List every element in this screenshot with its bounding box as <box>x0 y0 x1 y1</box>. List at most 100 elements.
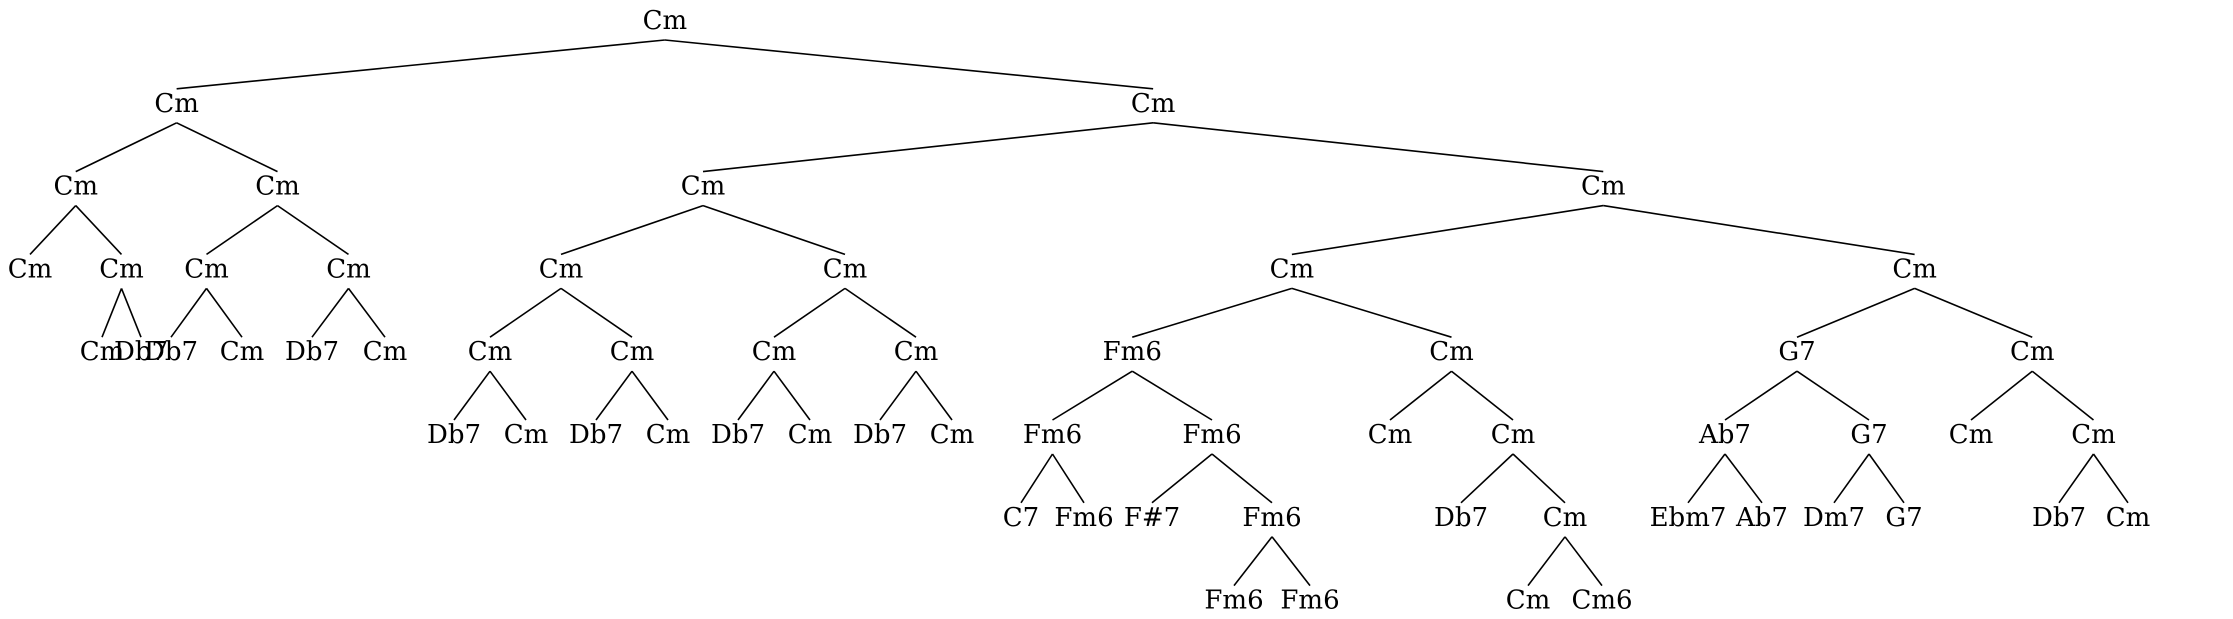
tree-node-label: Db7 <box>711 420 765 450</box>
tree-node-label: Fm6 <box>1204 586 1263 616</box>
tree-node-label: Cm <box>2106 503 2151 533</box>
tree-edge <box>1603 204 1915 256</box>
tree-edge <box>1291 287 1452 338</box>
tree-edge <box>773 370 811 421</box>
tree-node-label: C7 <box>1003 503 1039 533</box>
tree-node-label: Db7 <box>427 420 481 450</box>
tree-edge <box>844 287 917 338</box>
tree-edge <box>1151 453 1213 504</box>
tree-edge <box>489 370 527 421</box>
tree-node-label: Cm <box>363 337 408 367</box>
tree-edge <box>1724 370 1798 421</box>
tree-edge <box>29 205 77 255</box>
tree-node-label: Ab7 <box>1698 420 1751 450</box>
tree-node-label: Cm <box>646 420 691 450</box>
tree-edge <box>595 370 633 421</box>
tree-edge <box>170 287 208 338</box>
tree-node-label: Cm <box>1368 420 1413 450</box>
tree-node-label: Cm6 <box>1571 586 1632 616</box>
tree-edge <box>75 205 123 255</box>
tree-edge <box>120 288 142 338</box>
tree-edge <box>205 287 243 338</box>
tree-edge <box>489 287 562 338</box>
tree-node-label: Cm <box>1949 420 1994 450</box>
tree-edge <box>1132 287 1293 338</box>
tree-node-label: Cm <box>53 172 98 202</box>
tree-node-label: Cm <box>220 337 265 367</box>
tree-node-label: Cm <box>643 6 688 36</box>
tree-edge <box>1868 453 1905 504</box>
tree-edge <box>176 122 278 173</box>
tree-edge <box>311 287 350 338</box>
tree-edge <box>1051 453 1085 504</box>
tree-edge <box>1211 453 1273 504</box>
tree-node-label: Cm <box>930 420 975 450</box>
tree-edge <box>1451 370 1514 421</box>
tree-node-label: G7 <box>1850 420 1887 450</box>
tree-edge <box>1389 370 1452 421</box>
tree-edge <box>1564 536 1603 587</box>
tree-edge <box>1131 370 1213 421</box>
tree-edge <box>773 287 846 338</box>
tree-edge <box>206 204 278 256</box>
tree-edge <box>560 287 633 338</box>
tree-edge <box>737 370 775 421</box>
tree-edge <box>347 287 386 338</box>
tree-edge <box>2058 453 2095 504</box>
tree-edge <box>277 204 349 256</box>
tree-edge <box>453 370 491 421</box>
tree-node-label: Cm <box>752 337 797 367</box>
tree-node-label: Dm7 <box>1803 503 1865 533</box>
tree-edge <box>1914 287 2033 338</box>
tree-node-label: Fm6 <box>1280 586 1339 616</box>
tree-node-label: Ab7 <box>1735 503 1788 533</box>
tree-node-label: Cm <box>610 337 655 367</box>
tree-node-label: Ebm7 <box>1650 503 1727 533</box>
tree-node-label: Cm <box>681 172 726 202</box>
tree-node-label: Db7 <box>114 337 168 367</box>
tree-edge <box>631 370 669 421</box>
tree-node-label: Cm <box>1581 172 1626 202</box>
tree-edge <box>915 370 953 421</box>
tree-node-label: Cm <box>255 172 300 202</box>
tree-node-label: Cm <box>2010 337 2055 367</box>
tree-edge <box>101 288 123 338</box>
tree-edge <box>1291 204 1604 256</box>
tree-node-label: Cm <box>326 254 371 284</box>
tree-edge <box>1052 370 1133 421</box>
tree-edge <box>1687 453 1726 504</box>
tree-node-label: Cm <box>80 337 125 367</box>
tree-node-label: Cm <box>1131 89 1176 119</box>
tree-node-label: Cm <box>1491 420 1536 450</box>
tree-edge <box>1271 536 1311 587</box>
tree-node-label: Cm <box>894 337 939 367</box>
tree-edges <box>29 39 2129 587</box>
tree-node-label: Cm <box>504 420 549 450</box>
tree-edge <box>702 204 846 256</box>
tree-node-label: Cm <box>1429 337 1474 367</box>
tree-edge <box>1020 453 1054 504</box>
tree-edge <box>1460 453 1514 504</box>
tree-node-label: G7 <box>1885 503 1922 533</box>
tree-node-label: F#7 <box>1124 503 1180 533</box>
tree-node-label: Fm6 <box>1242 503 1301 533</box>
tree-node-label: Fm6 <box>1103 337 1162 367</box>
tree-node-label: Cm <box>823 254 868 284</box>
tree-node-label: G7 <box>1778 337 1815 367</box>
tree-node-label: Fm6 <box>1023 420 1082 450</box>
tree-edge <box>879 370 917 421</box>
tree-edge <box>560 204 704 256</box>
tree-node-label: Db7 <box>569 420 623 450</box>
tree-node-label: Cm <box>2071 420 2116 450</box>
tree-edge <box>1153 122 1604 173</box>
tree-edge <box>1512 453 1566 504</box>
tree-edge <box>1233 536 1273 587</box>
tree-edge <box>1796 287 1915 338</box>
tree-node-label: Db7 <box>1434 503 1488 533</box>
tree-node-label: Fm6 <box>1182 420 1241 450</box>
tree-node-label: Cm <box>1543 503 1588 533</box>
tree-node-label: Cm <box>1892 254 1937 284</box>
tree-node-label: Fm6 <box>1054 503 1113 533</box>
tree-edge <box>1724 453 1763 504</box>
tree-edge <box>1833 453 1870 504</box>
